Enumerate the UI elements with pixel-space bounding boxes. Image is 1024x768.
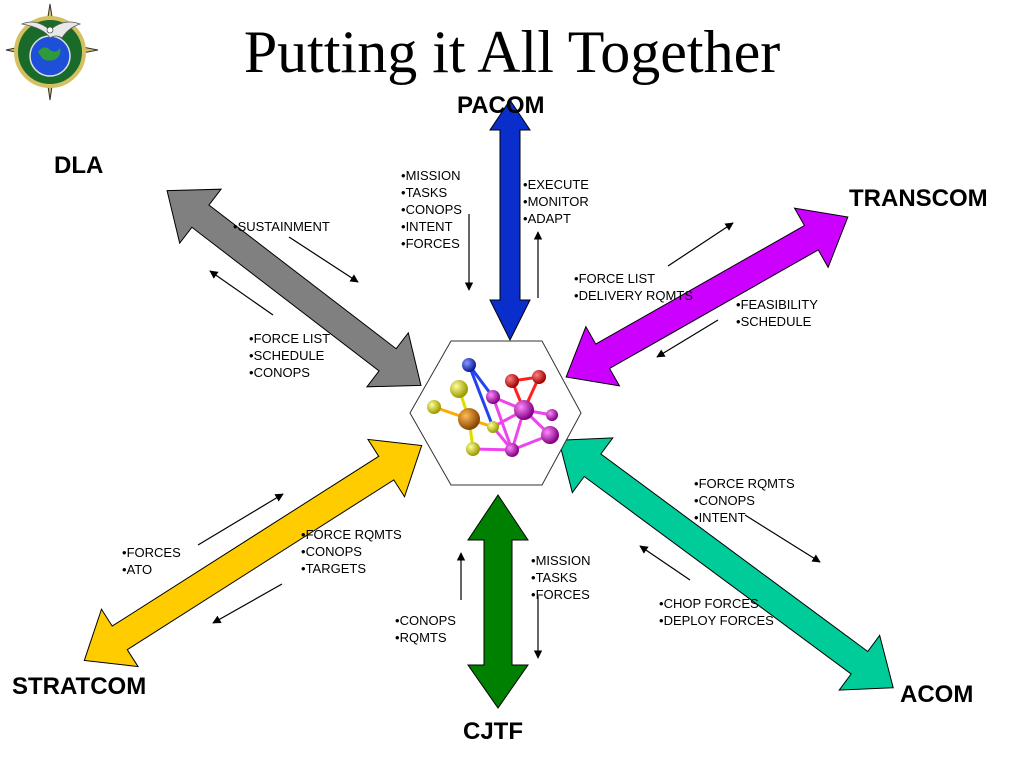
- pacom-down-list: MISSIONTASKSCONOPSINTENTFORCES: [401, 167, 462, 252]
- dla-out-list: SUSTAINMENT: [233, 218, 330, 235]
- acom-in-arrow: [639, 545, 691, 581]
- list-item: FORCE RQMTS: [694, 475, 795, 492]
- transcom-double-arrow: [565, 207, 849, 387]
- node-transcom: TRANSCOM: [849, 185, 988, 212]
- list-item: SCHEDULE: [736, 313, 818, 330]
- cjtf-up-list: CONOPSRQMTS: [395, 612, 456, 646]
- list-item: RQMTS: [395, 629, 456, 646]
- dla-out-arrow: [288, 236, 359, 283]
- acom-double-arrow: [558, 437, 894, 691]
- list-item: TARGETS: [301, 560, 402, 577]
- list-item: FORCE RQMTS: [301, 526, 402, 543]
- transcom-in-list: FEASIBILITYSCHEDULE: [736, 296, 818, 330]
- stratcom-in-list: FORCESATO: [122, 544, 181, 578]
- stratcom-out-list: FORCE RQMTSCONOPSTARGETS: [301, 526, 402, 577]
- list-item: MISSION: [401, 167, 462, 184]
- acom-in-list: CHOP FORCESDEPLOY FORCES: [659, 595, 774, 629]
- list-item: SUSTAINMENT: [233, 218, 330, 235]
- list-item: CHOP FORCES: [659, 595, 774, 612]
- list-item: DELIVERY RQMTS: [574, 287, 693, 304]
- list-item: TASKS: [531, 569, 590, 586]
- transcom-out-list: FORCE LISTDELIVERY RQMTS: [574, 270, 693, 304]
- list-item: FORCE LIST: [249, 330, 331, 347]
- list-item: SCHEDULE: [249, 347, 330, 364]
- list-item: DEPLOY FORCES: [659, 612, 774, 629]
- node-dla: DLA: [54, 152, 104, 179]
- list-item: INTENT: [401, 218, 462, 235]
- cjtf-double-arrow: [467, 494, 529, 709]
- node-pacom: PACOM: [457, 92, 545, 119]
- list-item: FORCE LIST: [574, 270, 693, 287]
- list-item: FEASIBILITY: [736, 296, 818, 313]
- stratcom-out-arrow: [212, 583, 283, 624]
- list-item: ADAPT: [523, 210, 589, 227]
- list-item: FORCES: [531, 586, 590, 603]
- joint-command-emblem-icon: [5, 3, 99, 101]
- dla-double-arrow: [166, 188, 422, 388]
- list-item: FORCES: [401, 235, 462, 252]
- list-item: MONITOR: [523, 193, 589, 210]
- list-item: INTENT: [694, 509, 795, 526]
- pacom-double-arrow: [489, 99, 531, 342]
- list-item: CONOPS: [301, 543, 402, 560]
- list-item: ATO: [122, 561, 181, 578]
- list-item: CONOPS: [401, 201, 462, 218]
- dla-in-arrow: [209, 270, 274, 316]
- slide-title: Putting it All Together: [243, 19, 781, 85]
- transcom-in-arrow: [656, 319, 719, 358]
- node-cjtf: CJTF: [463, 718, 523, 745]
- list-item: EXECUTE: [523, 176, 589, 193]
- cjtf-down-list: MISSIONTASKSFORCES: [531, 552, 591, 603]
- list-item: MISSION: [531, 552, 591, 569]
- node-stratcom: STRATCOM: [12, 673, 147, 700]
- transcom-out-arrow: [667, 222, 734, 267]
- stratcom-double-arrow: [83, 438, 423, 668]
- molecule-icon: [427, 358, 559, 457]
- list-item: TASKS: [401, 184, 462, 201]
- list-item: FORCES: [122, 544, 181, 561]
- list-item: CONOPS: [694, 492, 795, 509]
- node-acom: ACOM: [900, 681, 974, 708]
- list-item: CONOPS: [395, 612, 456, 629]
- stratcom-in-arrow: [197, 493, 284, 546]
- dla-in-list: FORCE LISTSCHEDULECONOPS: [249, 330, 331, 381]
- acom-out-list: FORCE RQMTSCONOPSINTENT: [694, 475, 795, 526]
- pacom-up-list: EXECUTEMONITORADAPT: [523, 176, 589, 227]
- list-item: CONOPS: [249, 364, 330, 381]
